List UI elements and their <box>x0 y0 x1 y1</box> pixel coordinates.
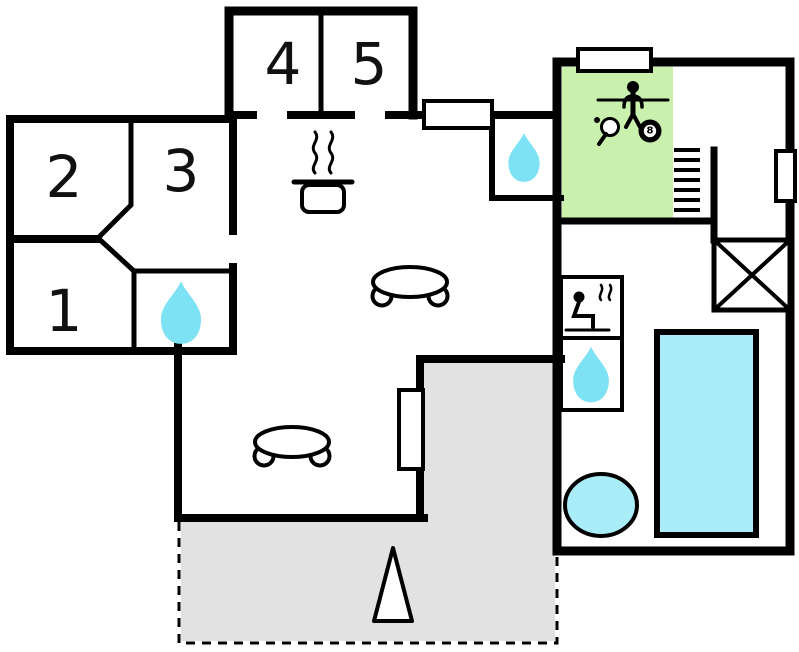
stove-pot-icon <box>291 130 355 214</box>
stairs-icon <box>674 148 700 212</box>
terrace-dashed-border <box>177 522 559 645</box>
water-drop-icon <box>573 346 609 403</box>
sauna-steam <box>598 283 613 302</box>
room-1-label: 1 <box>46 277 83 345</box>
tub-icon <box>563 472 639 538</box>
billiard-ball-number: 8 <box>647 126 654 137</box>
paddle-face <box>600 117 620 137</box>
player-arms <box>622 94 644 109</box>
walls-interior-thin <box>94 8 324 354</box>
player-head <box>627 81 639 93</box>
storage-x-icon <box>711 237 793 313</box>
storage-x-cross <box>711 237 793 313</box>
terrace-area <box>181 363 555 641</box>
annex-interior-walls <box>553 146 718 244</box>
table-tennis-paddle-icon <box>594 117 620 146</box>
sofa-icon <box>252 425 332 468</box>
billiard-ball-inner <box>643 124 657 138</box>
sofa-body <box>371 265 449 299</box>
window-icon-main-top <box>422 99 494 130</box>
sofa-body <box>253 425 331 459</box>
window-icon-annex-right <box>774 149 797 203</box>
sauna-person-body <box>571 300 595 329</box>
steam-lines <box>311 130 335 175</box>
game-room-area <box>562 67 673 218</box>
room-3-label: 3 <box>163 137 200 205</box>
plan: 8 <box>6 6 797 645</box>
sauna-person-head <box>573 291 585 303</box>
table-football-icon <box>622 81 644 129</box>
water-drop-icon <box>160 281 202 344</box>
room-5-label: 5 <box>351 30 388 98</box>
door-opening-icon-terrace <box>397 388 425 471</box>
game-room-icons: 8 <box>594 81 670 146</box>
water-drop-icon <box>508 133 540 182</box>
room-2-label: 2 <box>46 143 83 211</box>
pot-body <box>300 183 346 214</box>
ping-pong-ball <box>594 117 600 123</box>
tree-icon <box>372 546 414 623</box>
billiard-ball-icon: 8 <box>638 119 662 143</box>
paddle-handle <box>597 132 608 146</box>
sofa-icon <box>370 265 450 308</box>
room-4-label: 4 <box>265 30 302 98</box>
swimming-pool-icon <box>654 329 759 538</box>
sauna-icon <box>564 283 613 332</box>
player-legs <box>624 112 642 129</box>
window-icon-annex-top <box>576 47 653 73</box>
